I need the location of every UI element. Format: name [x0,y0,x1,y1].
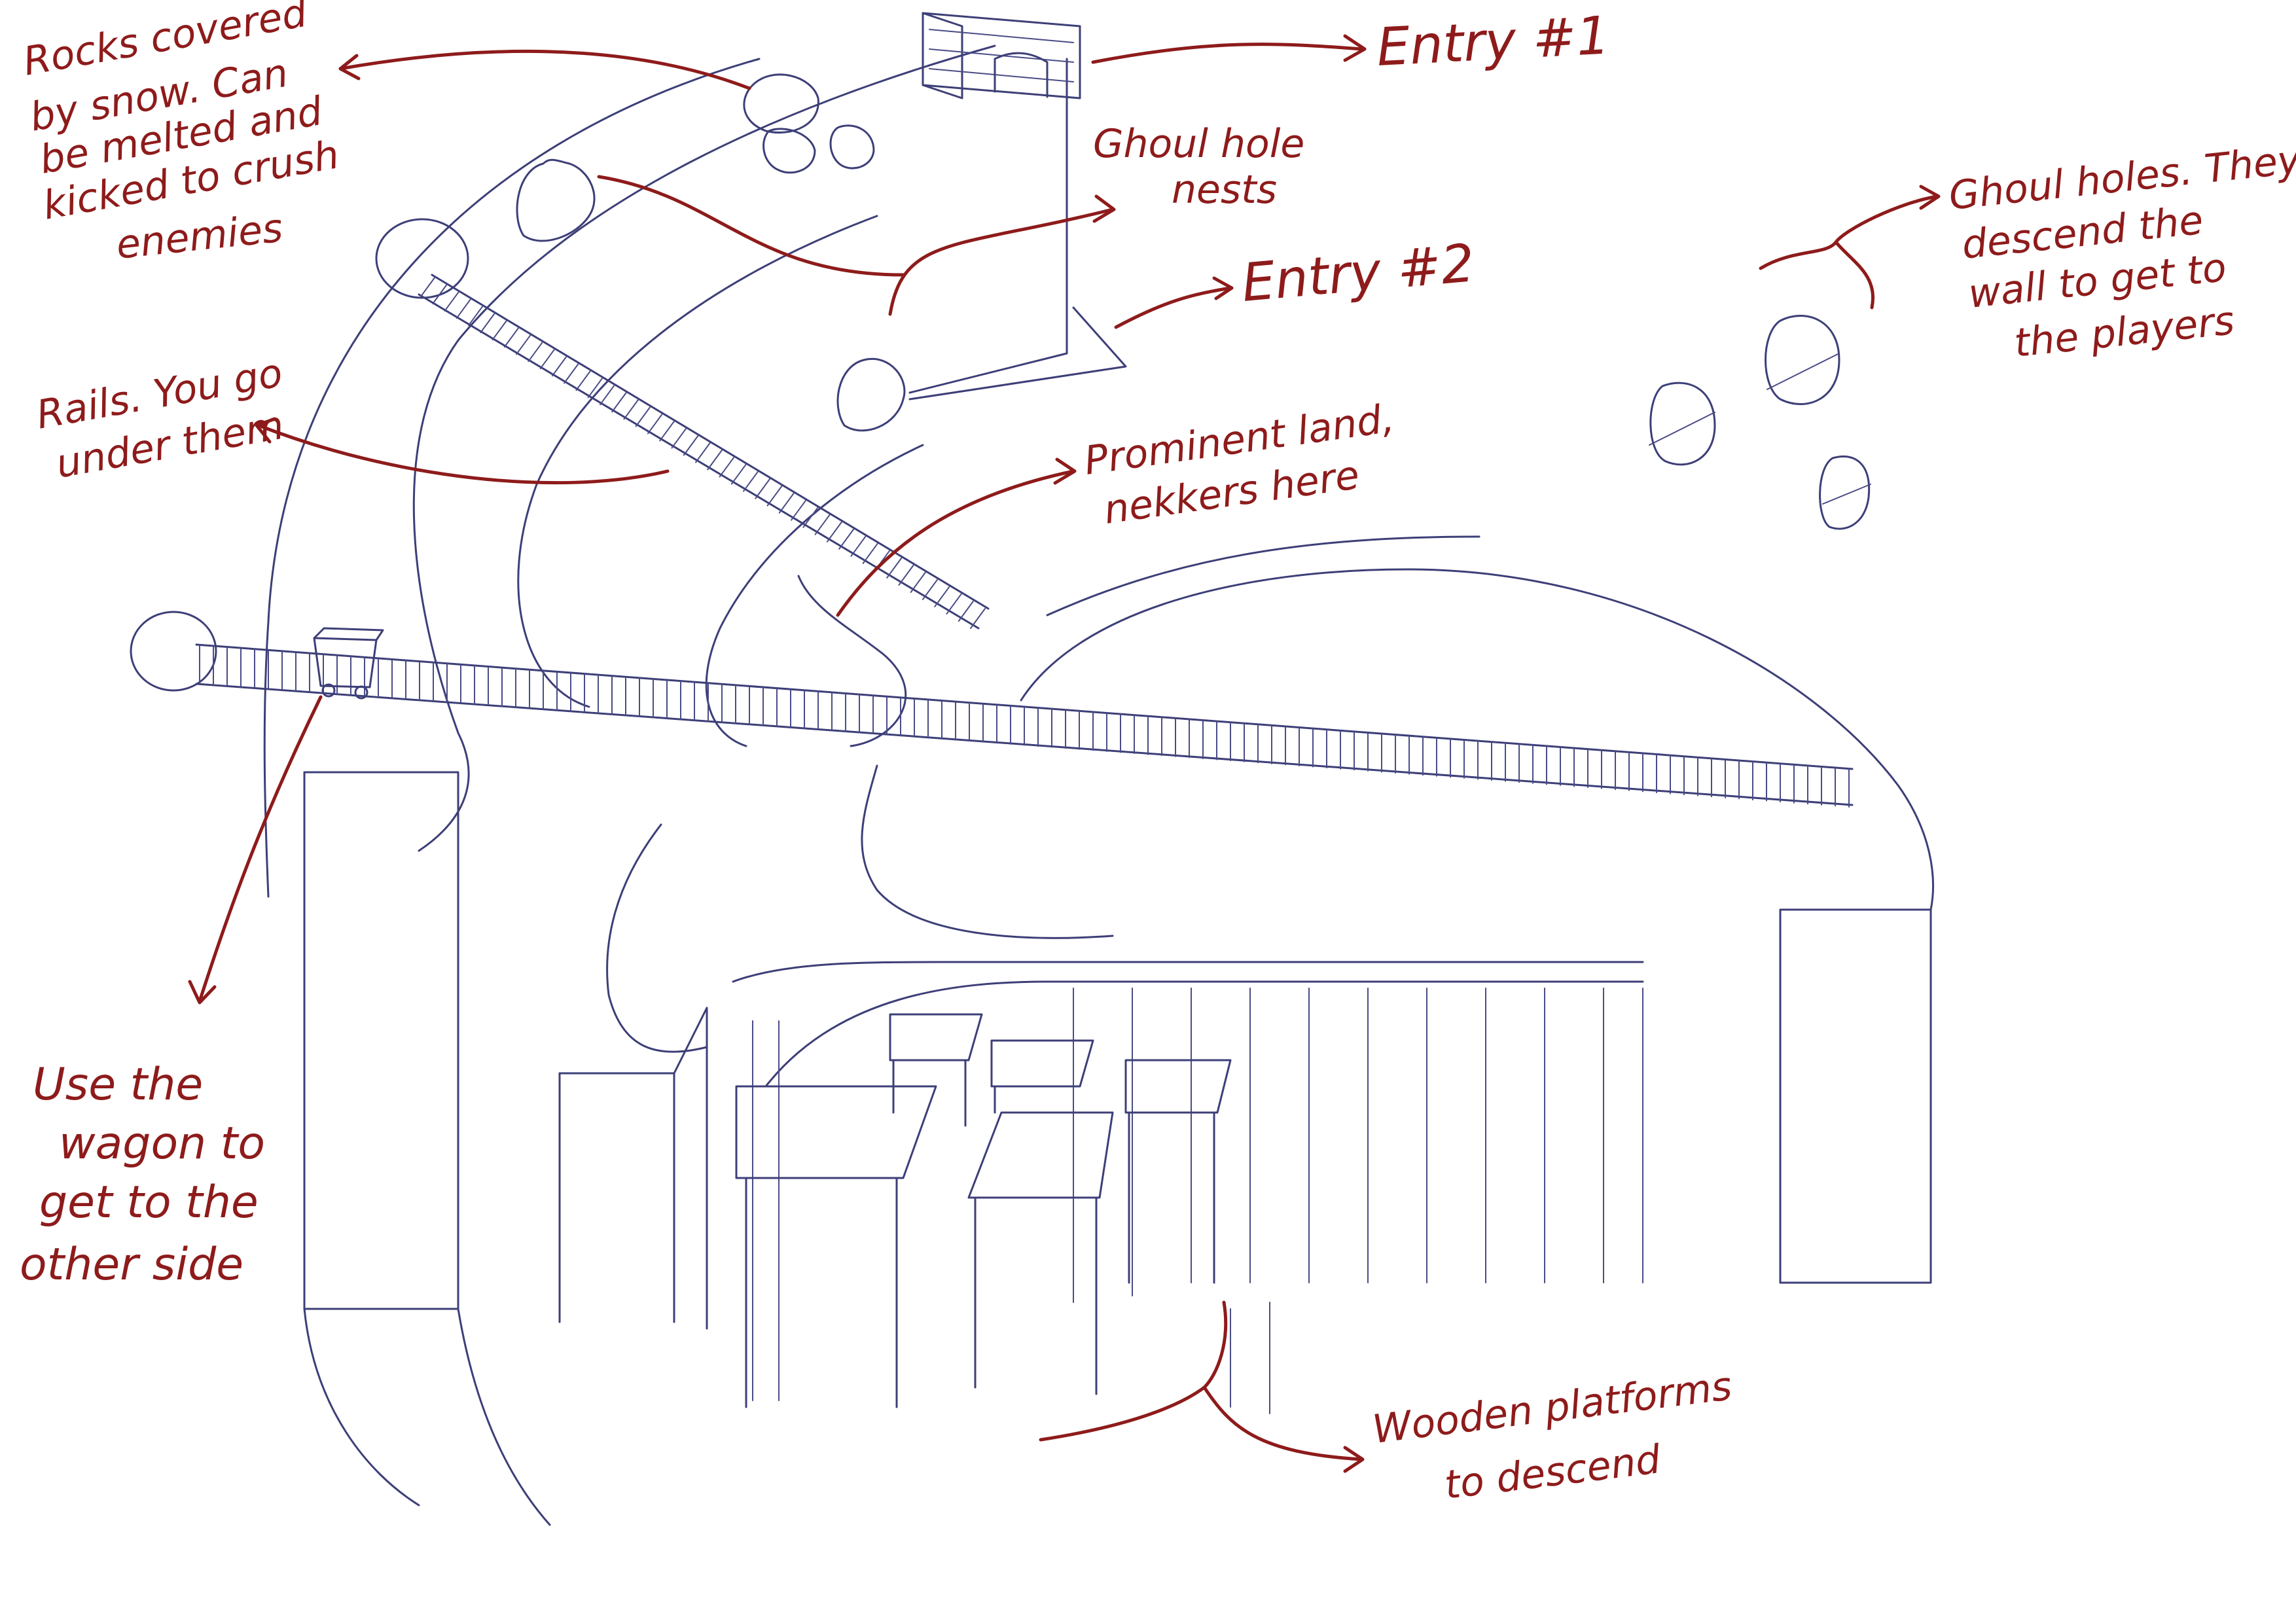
rail-tie [768,486,782,506]
rail-tie [516,334,531,354]
rail-tie [457,298,471,318]
rail-tie [803,508,817,527]
note-rails: Rails. You go under them [33,350,287,488]
note-ghoul-nests: Ghoul hole nests [1093,121,1304,213]
cliff-lines [753,988,1643,1414]
rail-tie [684,435,698,455]
rail-tie [755,479,770,499]
note-wagon-line-2: wagon to [59,1118,265,1169]
rail-tie [923,580,937,599]
rail-tie [445,291,459,311]
rail-tie [899,565,913,585]
rail-tie [959,601,973,621]
rail-tie [505,327,519,347]
note-entry-2: Entry #2 [1240,232,1477,313]
mine-wagon [314,628,383,698]
rail-tie [839,529,853,549]
note-platforms-line-1: Wooden platforms [1370,1363,1734,1453]
note-ghoul-holes: Ghoul holes. They descend the wall to ge… [1946,137,2296,366]
note-rocks: Rocks covered by snow. Can be melted and… [20,0,342,268]
rail-tie [564,363,579,383]
note-ghoul-nests-line-1: Ghoul hole [1093,121,1304,167]
rail-tie [552,356,567,376]
rail-tie [780,493,794,513]
rail-tie [660,421,674,440]
rail-tie [624,399,638,419]
rail-tie [528,342,543,361]
rail-tie [576,370,590,390]
terrain-outlines [131,46,1933,1525]
note-wagon: Use the wagon to get to the other side [20,1059,265,1291]
rail-tie [851,537,865,556]
note-wagon-line-3: get to the [39,1177,259,1228]
rail-tie [672,428,686,448]
note-wagon-line-4: other side [20,1239,243,1291]
note-entry-1: Entry #1 [1375,5,1611,78]
note-ghoul-nests-line-2: nests [1172,167,1277,213]
rail-tie [791,501,806,520]
rail-tie [816,515,830,535]
rails-horizontal [196,645,1852,807]
rail-tie [863,544,878,563]
rail-tie [971,609,985,628]
rail-tie [708,450,722,470]
rail-tie [935,587,949,607]
note-platforms-line-2: to descend [1442,1436,1664,1508]
rail-tie [480,313,495,332]
rail-tie [648,414,662,433]
annotation-arrows [190,36,1939,1471]
rail-tie [887,558,901,578]
rail-tie [827,522,842,542]
rail-tie [911,573,925,592]
rail-tie [732,465,746,484]
rail-tie [433,284,447,304]
rail-tie [541,349,555,368]
note-rocks-line-5: enemies [114,205,285,268]
wooden-platforms [736,1014,1230,1407]
note-wagon-line-1: Use the [33,1059,203,1111]
snow-rocks [744,75,874,173]
rail-tie [493,320,507,340]
note-prominent-land: Prominent land, nekkers here [1081,395,1397,533]
rail-tie [696,443,710,463]
ghoul-holes [1649,316,1871,529]
rail-tie [636,406,651,426]
rail-tie [612,392,626,412]
mine-entrance [923,13,1080,98]
rail-tie [946,594,961,614]
rail-tie [744,472,758,491]
rail-tie [421,277,435,296]
rails-diagonal [419,275,988,628]
rail-tie [720,457,734,477]
note-platforms: Wooden platforms to descend [1370,1363,1734,1508]
